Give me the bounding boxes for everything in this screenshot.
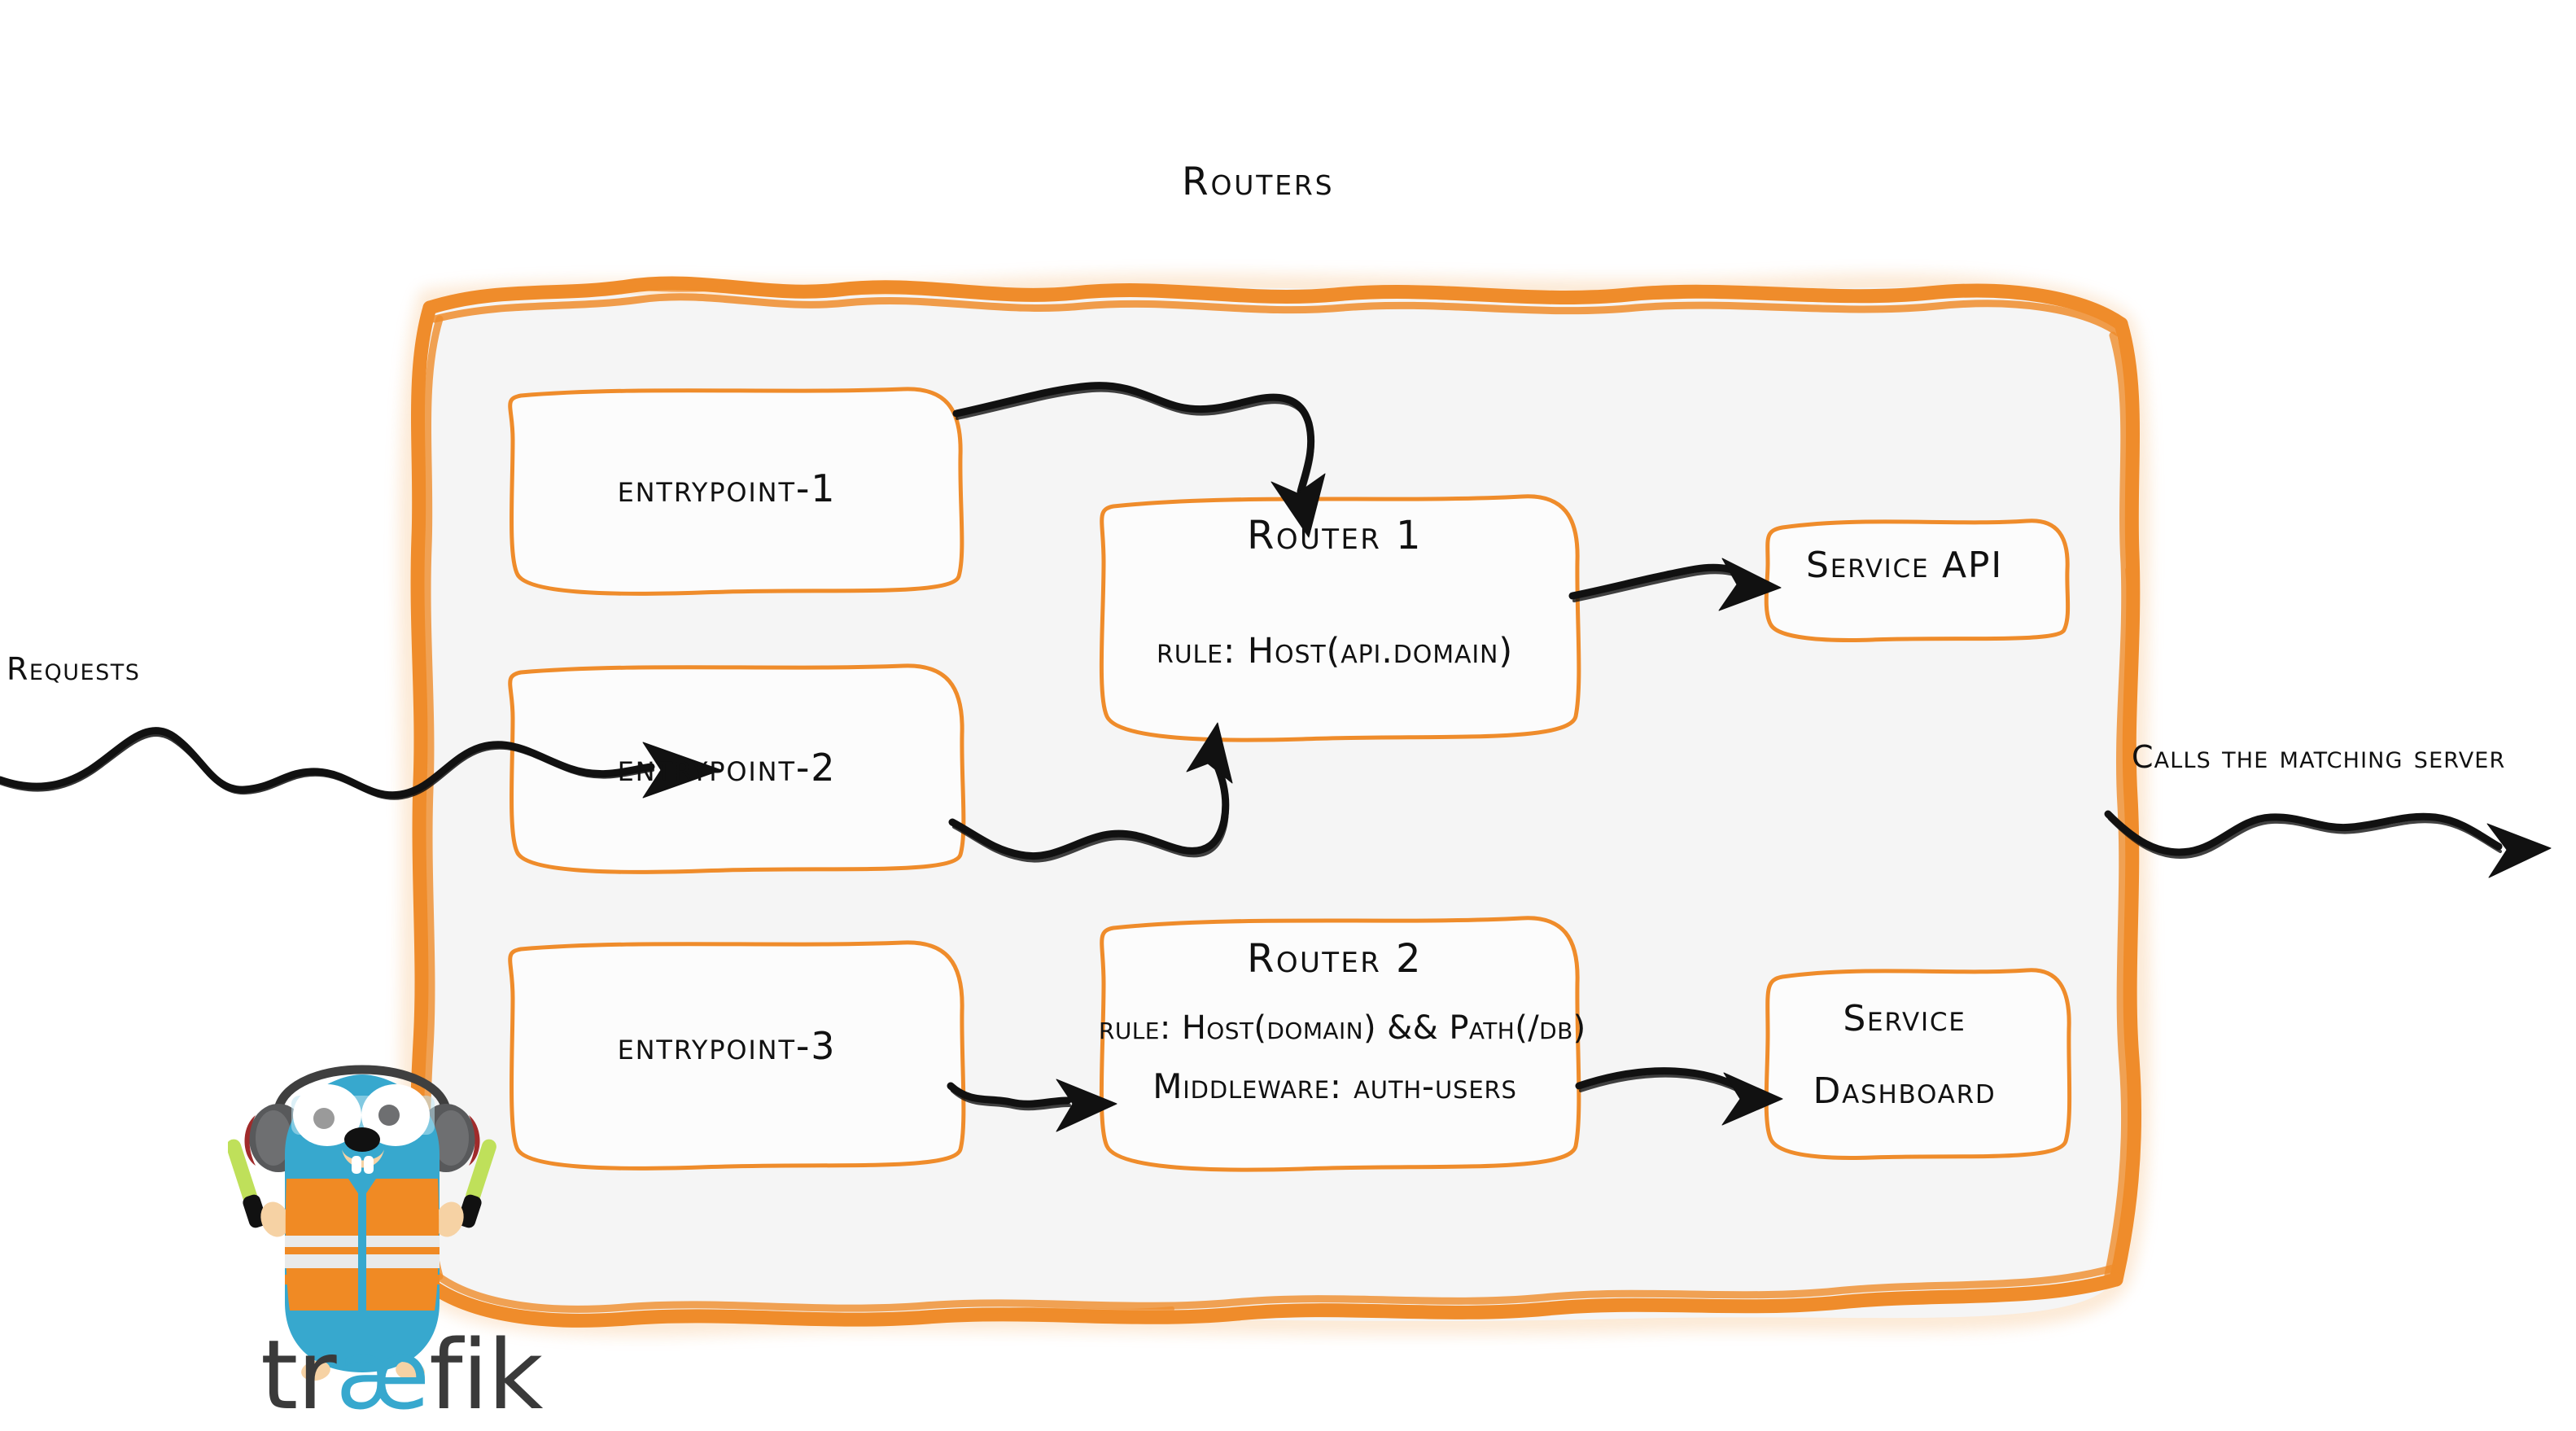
wordmark-part-ae: æ: [335, 1319, 430, 1431]
service-dashboard-box[interactable]: [1764, 968, 2072, 1160]
service-dashboard-label-line2: Dashboard: [1813, 1070, 1997, 1112]
entrypoint-3-label: entrypoint-3: [617, 1024, 837, 1068]
wordmark-part-pre: tr: [260, 1319, 337, 1431]
router-2-rule: rule: Host(domain) && Path(/db): [1099, 1009, 1586, 1047]
entrypoint-2-box[interactable]: [508, 663, 966, 874]
entrypoint-3-box[interactable]: [508, 940, 966, 1171]
arrow-ep3-to-router2: [947, 1079, 1117, 1132]
baton-right-icon: [457, 1139, 496, 1228]
entrypoint-2-label: entrypoint-2: [617, 746, 837, 790]
page-title: Routers: [1182, 160, 1335, 204]
router-1-rule: rule: Host(api.domain): [1157, 631, 1513, 672]
arrow-ep2-to-router1: [948, 722, 1233, 863]
routers-panel-border: [409, 276, 2142, 1328]
wordmark-part-post: fik: [429, 1319, 543, 1431]
service-api-box[interactable]: [1764, 519, 2071, 642]
router-1-title: Router 1: [1247, 513, 1423, 558]
service-api-label: Service API: [1806, 545, 2003, 586]
router-2-box[interactable]: [1099, 916, 1581, 1172]
requests-label: Requests: [7, 651, 141, 687]
router-2-title: Router 2: [1247, 936, 1423, 982]
calls-matching-server-label: Calls the matching server: [2132, 739, 2506, 775]
entrypoint-1-box[interactable]: [508, 387, 964, 596]
gopher-eyes: [293, 1084, 430, 1146]
router-2-middleware: Middleware: auth-users: [1152, 1066, 1517, 1106]
traefik-wordmark: træfik: [260, 1327, 543, 1423]
traefik-logo: [226, 1034, 496, 1408]
arrow-router2-to-service-dashboard: [1575, 1067, 1783, 1126]
arrow-calls-out: [2104, 810, 2552, 878]
baton-left-icon: [226, 1139, 267, 1228]
arrow-ep1-to-router1: [952, 382, 1326, 538]
router-1-box[interactable]: [1099, 494, 1581, 742]
arrow-requests-in: [0, 727, 722, 800]
arrow-router1-to-service-api: [1568, 558, 1782, 611]
service-dashboard-label-line1: Service: [1843, 998, 1966, 1039]
flow-arrows: [0, 382, 2552, 1132]
traefik-gopher-icon: [226, 1065, 496, 1381]
safety-vest: [285, 1179, 440, 1311]
entrypoint-1-label: entrypoint-1: [617, 466, 837, 510]
